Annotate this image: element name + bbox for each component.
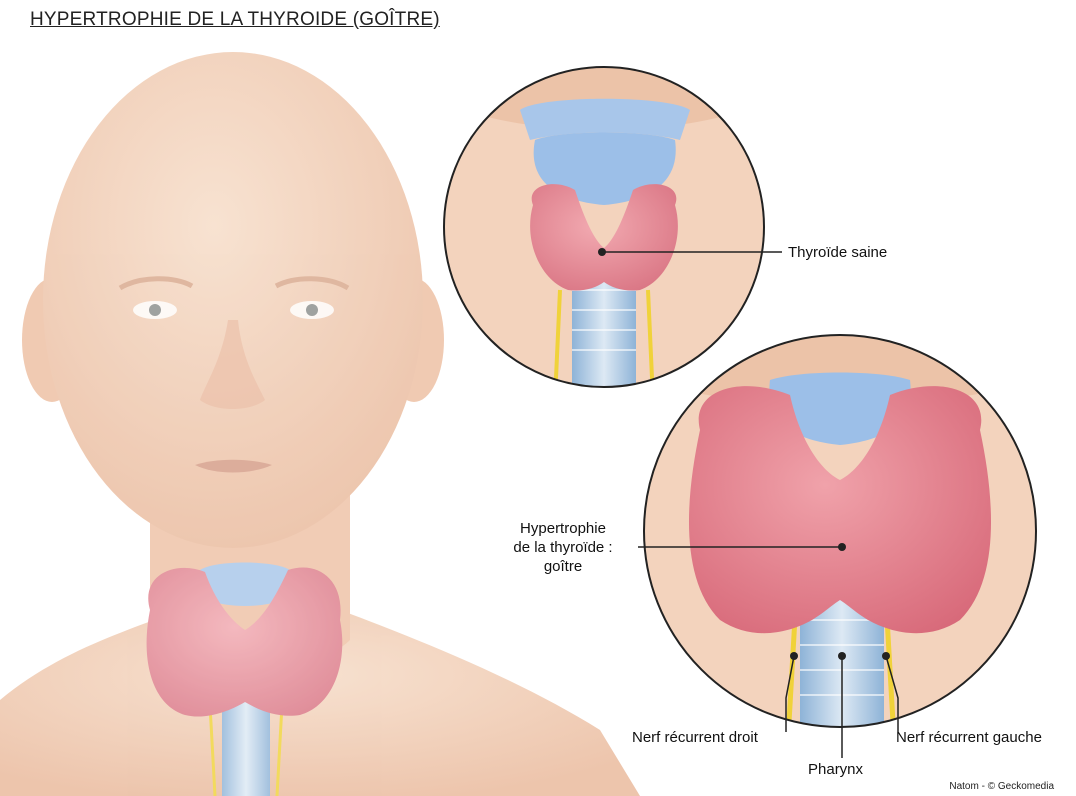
healthy-thyroid-view — [404, 0, 804, 400]
page-title: HYPERTROPHIE DE LA THYROIDE (GOÎTRE) — [30, 9, 440, 31]
label-goiter-line2: de la thyroïde : — [490, 538, 636, 557]
label-left-nerve: Nerf récurrent gauche — [896, 728, 1042, 747]
label-goiter: Hypertrophie de la thyroïde : goître — [490, 519, 636, 576]
label-healthy-thyroid: Thyroïde saine — [788, 243, 887, 262]
credit-text: Natom - © Geckomedia — [949, 781, 1054, 792]
label-goiter-line1: Hypertrophie — [490, 519, 636, 538]
label-right-nerve: Nerf récurrent droit — [632, 728, 758, 747]
label-pharynx: Pharynx — [808, 760, 863, 779]
label-goiter-line3: goître — [490, 557, 636, 576]
